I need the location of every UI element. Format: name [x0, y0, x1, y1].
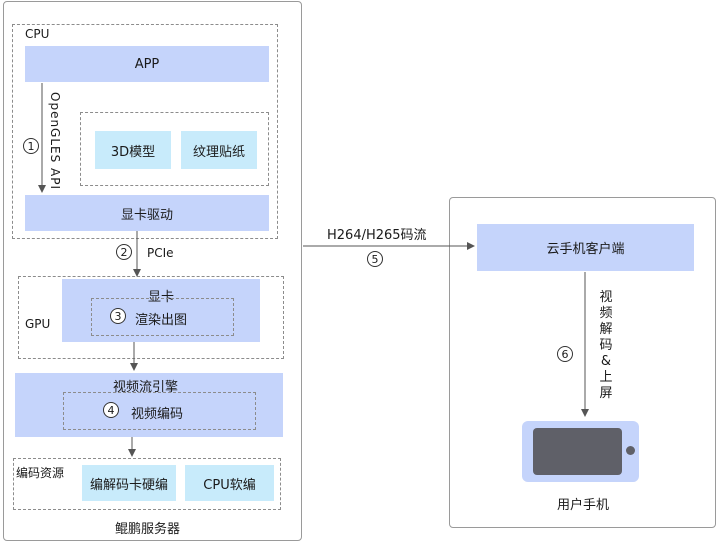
- encoding-resources-group: [13, 458, 281, 510]
- video-engine-block: [15, 373, 283, 437]
- graphics-card-label: 显卡: [148, 290, 175, 305]
- app-block: APP: [25, 46, 269, 82]
- decode-label: 视 频 解 码 & 上 屏: [598, 290, 614, 402]
- 3d-model-block: 3D模型: [95, 131, 171, 169]
- decode-char: 频: [599, 306, 613, 321]
- user-phone-label: 用户手机: [557, 498, 610, 513]
- step-3-badge: 3: [110, 308, 126, 324]
- pcie-label: PCIe: [147, 246, 174, 260]
- step-4-badge: 4: [103, 402, 119, 418]
- decode-char: 屏: [599, 386, 613, 401]
- cpu-soft-encode-block: CPU软编: [185, 465, 274, 501]
- cpu-group: [12, 24, 278, 239]
- gpu-driver-block: 显卡驱动: [25, 195, 269, 231]
- decode-char: 码: [599, 338, 613, 353]
- encoding-resources-label: 编码资源: [16, 466, 65, 480]
- opengles-api-label: OpenGLES API: [48, 92, 62, 191]
- render-label: 渲染出图: [135, 313, 188, 328]
- step-6-badge: 6: [557, 346, 573, 362]
- server-panel: [3, 1, 302, 541]
- phone-button: [626, 446, 635, 455]
- decode-char: &: [600, 354, 612, 369]
- step-5-badge: 5: [367, 251, 383, 267]
- gpu-label: GPU: [25, 317, 51, 331]
- encode-box: [63, 392, 256, 430]
- cloud-phone-client-block: 云手机客户端: [477, 224, 694, 271]
- server-title: 鲲鹏服务器: [115, 522, 181, 537]
- gpu-group: [18, 276, 284, 359]
- hw-codec-block: 编解码卡硬编: [82, 465, 176, 501]
- step-1-badge: 1: [23, 138, 39, 154]
- decode-char: 视: [599, 290, 613, 305]
- render-box: [91, 298, 234, 336]
- resource-group: [80, 112, 269, 186]
- texture-block: 纹理贴纸: [181, 131, 257, 169]
- graphics-card-block: [62, 279, 260, 342]
- cpu-label: CPU: [25, 27, 50, 41]
- step-2-badge: 2: [116, 244, 132, 260]
- video-encode-label: 视频编码: [131, 407, 184, 422]
- phone-screen: [533, 428, 622, 475]
- stream-label: H264/H265码流: [327, 228, 427, 243]
- decode-char: 上: [599, 370, 613, 385]
- video-engine-title: 视频流引擎: [113, 380, 179, 395]
- decode-char: 解: [599, 322, 613, 337]
